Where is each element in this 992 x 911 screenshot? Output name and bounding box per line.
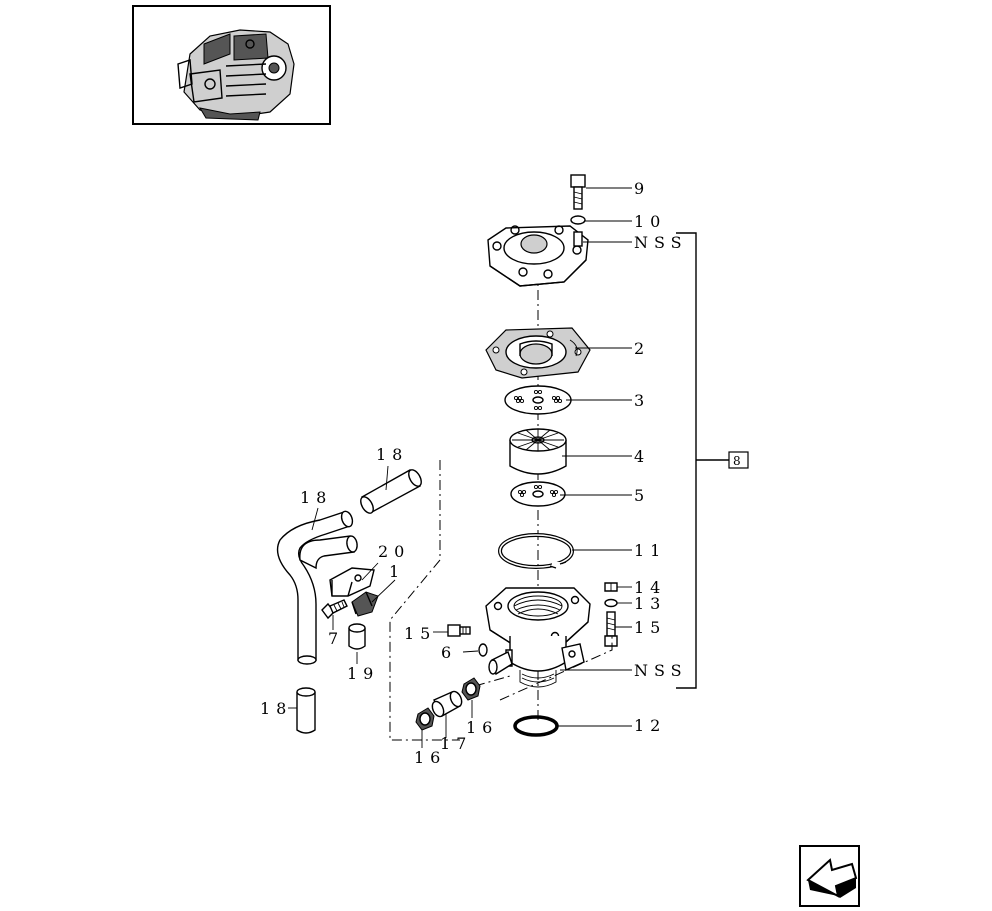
callout-16-right: 16 <box>466 718 498 737</box>
callout-11: 11 <box>634 541 666 560</box>
callout-6: 6 <box>441 643 457 662</box>
callout-labels: 9 10 NSS 2 3 4 5 11 14 13 15 NSS 12 18 1… <box>260 179 688 767</box>
group-bracket: 8 <box>676 232 749 689</box>
part-11-snap-ring <box>498 533 574 570</box>
part-5-disc <box>510 481 566 507</box>
part-15-screw-left <box>447 624 471 637</box>
part-6-washer <box>478 643 488 657</box>
part-1-clip <box>351 591 379 617</box>
callout-17: 17 <box>440 734 472 753</box>
part-9-bolt <box>570 174 586 210</box>
callout-9: 9 <box>634 179 650 198</box>
part-4-filter <box>509 428 567 475</box>
callout-15-left: 15 <box>404 624 436 643</box>
part-18-bent-pipe <box>276 510 358 665</box>
callout-19: 19 <box>347 664 379 683</box>
part-15-stud <box>604 611 618 647</box>
part-10-washer <box>570 215 586 225</box>
callout-1: 1 <box>389 562 405 581</box>
engine-thumbnail-icon[interactable] <box>132 5 331 125</box>
part-7-screw <box>321 599 348 620</box>
callout-18-top: 18 <box>376 445 408 464</box>
part-12-o-ring <box>513 715 559 737</box>
leader-lines <box>288 187 632 748</box>
callout-13: 13 <box>634 594 666 613</box>
part-16-nut-left <box>415 707 435 731</box>
callout-nss-bottom: NSS <box>634 661 688 680</box>
callout-7: 7 <box>328 629 344 648</box>
callout-15-right: 15 <box>634 618 666 637</box>
callout-20: 20 <box>378 542 410 561</box>
guide-line-right <box>474 636 613 701</box>
callout-16-left: 16 <box>414 748 446 767</box>
callout-4: 4 <box>634 447 650 466</box>
callout-10: 10 <box>634 212 666 231</box>
part-2-plate <box>485 327 591 379</box>
part-18-hose-top <box>360 469 422 514</box>
top-cover <box>487 225 589 287</box>
callout-5: 5 <box>634 486 650 505</box>
part-16-nut-right <box>461 677 481 701</box>
callout-3: 3 <box>634 391 650 410</box>
callout-nss-top: NSS <box>634 233 688 252</box>
callout-12: 12 <box>634 716 666 735</box>
part-19-sleeve <box>348 623 366 650</box>
callout-14: 14 <box>634 578 666 597</box>
guide-line-left <box>389 460 460 741</box>
part-14-nut <box>604 582 618 592</box>
callout-18-mid: 18 <box>300 488 332 507</box>
part-17-sleeve <box>431 690 463 718</box>
back-arrow-icon[interactable] <box>799 845 860 907</box>
part-13-washer <box>604 598 618 608</box>
callout-2: 2 <box>634 339 650 358</box>
filter-base-housing <box>485 587 591 688</box>
callout-18-bottom: 18 <box>260 699 292 718</box>
group-ref-label: 8 <box>733 454 741 468</box>
part-20-bracket <box>329 567 375 597</box>
part-3-disc <box>504 385 572 415</box>
part-18-hose-bottom <box>296 687 316 734</box>
